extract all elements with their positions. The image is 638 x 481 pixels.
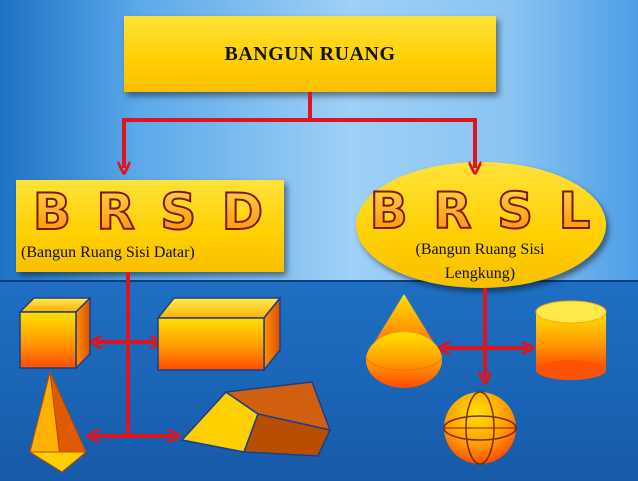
cube-shape [18, 296, 92, 370]
prism-shape [180, 381, 332, 457]
cylinder-shape [535, 300, 607, 380]
sphere-shape [443, 391, 517, 465]
brsl-connectors [444, 288, 528, 378]
cone-shape [365, 294, 443, 388]
brsl-subtitle: (Bangun Ruang Sisi Lengkung) [415, 241, 545, 282]
brsd-heading: B R S D [33, 183, 267, 241]
connector-tree [124, 92, 475, 168]
pyramid-shape [28, 371, 88, 473]
cuboid-shape [156, 295, 282, 373]
title-node: BANGUN RUANG [124, 16, 496, 92]
brsd-subtitle: (Bangun Ruang Sisi Datar) [21, 244, 195, 261]
brsd-node [16, 180, 284, 272]
brsl-node [356, 162, 606, 288]
title-text: BANGUN RUANG [224, 42, 396, 65]
brsd-connectors [93, 272, 174, 438]
brsl-heading: B R S L [370, 182, 595, 240]
